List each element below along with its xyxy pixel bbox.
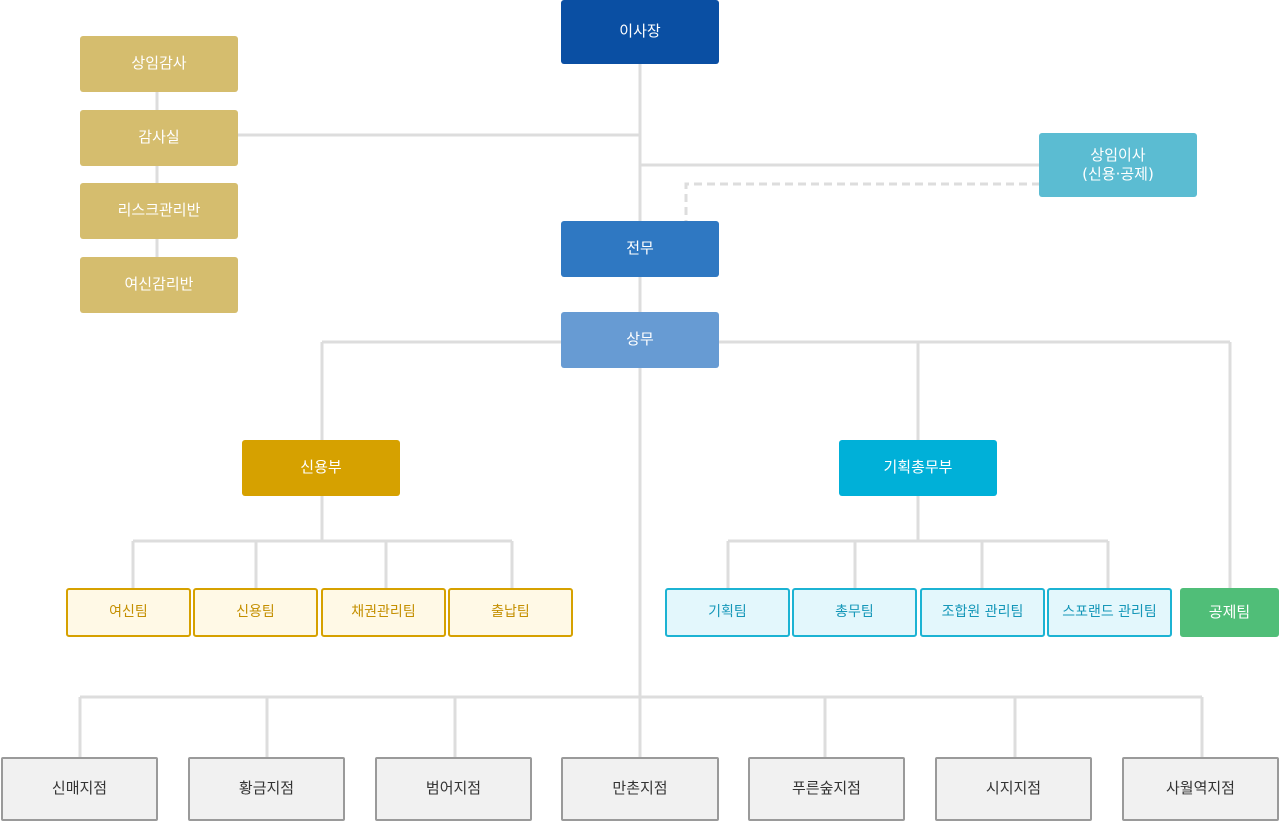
branch-box: 황금지점 bbox=[188, 757, 345, 821]
credit-team-teller: 출납팀 bbox=[448, 588, 573, 637]
planning-team-planning: 기획팀 bbox=[665, 588, 790, 637]
branch-box: 범어지점 bbox=[375, 757, 532, 821]
standing-director-box: 상임이사 (신용·공제) bbox=[1039, 133, 1197, 197]
chairman-box: 이사장 bbox=[561, 0, 719, 64]
credit-team-bond: 채권관리팀 bbox=[321, 588, 446, 637]
credit-dept-box: 신용부 bbox=[242, 440, 400, 496]
credit-team-credit: 신용팀 bbox=[193, 588, 318, 637]
branch-box: 사월역지점 bbox=[1122, 757, 1279, 821]
planning-team-members: 조합원 관리팀 bbox=[920, 588, 1045, 637]
branch-box: 신매지점 bbox=[1, 757, 158, 821]
managing-director-box: 상무 bbox=[561, 312, 719, 368]
branch-box: 시지지점 bbox=[935, 757, 1092, 821]
loan-review-box: 여신감리반 bbox=[80, 257, 238, 313]
mutual-aid-team-box: 공제팀 bbox=[1180, 588, 1279, 637]
audit-office-box: 감사실 bbox=[80, 110, 238, 166]
standing-auditor-box: 상임감사 bbox=[80, 36, 238, 92]
branch-box: 만촌지점 bbox=[561, 757, 719, 821]
risk-management-box: 리스크관리반 bbox=[80, 183, 238, 239]
credit-team-loan: 여신팀 bbox=[66, 588, 191, 637]
planning-dept-box: 기획총무부 bbox=[839, 440, 997, 496]
planning-team-general: 총무팀 bbox=[792, 588, 917, 637]
branch-box: 푸른숲지점 bbox=[748, 757, 905, 821]
planning-team-sportsland: 스포랜드 관리팀 bbox=[1047, 588, 1172, 637]
senior-director-box: 전무 bbox=[561, 221, 719, 277]
